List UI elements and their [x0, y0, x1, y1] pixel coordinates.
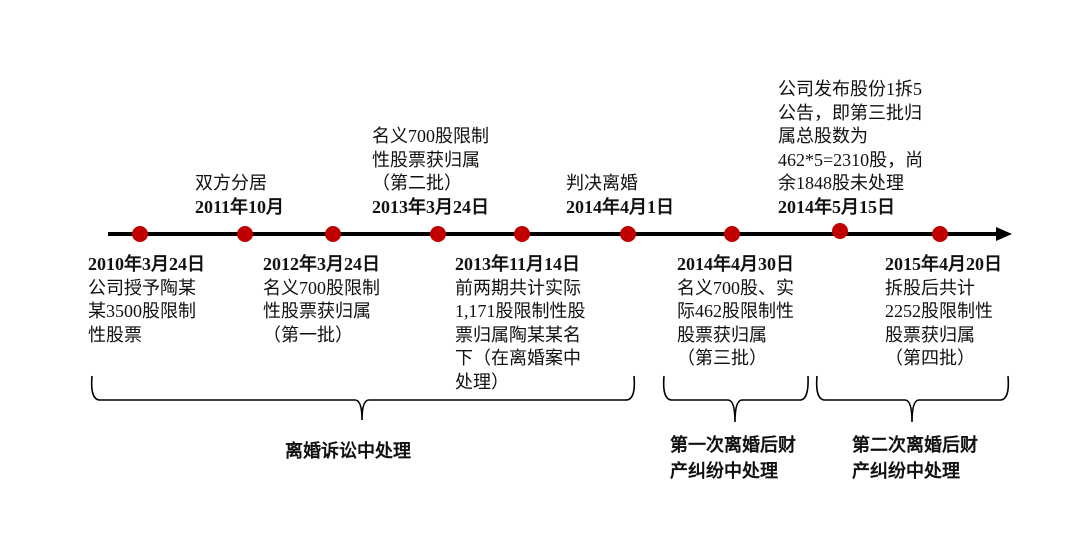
event-text: 公告，即第三批归 — [778, 102, 922, 123]
event-text: 拆股后共计 — [885, 277, 975, 298]
event-text: 1,171股限制性股 — [455, 301, 586, 321]
group-text: 第一次离婚后财 — [670, 435, 796, 455]
event-2013-03-24: 名义700股限制 性股票获归属 （第二批） 2013年3月24日 — [372, 125, 489, 219]
group-label-first-property-dispute: 第一次离婚后财 产纠纷中处理 — [670, 432, 796, 484]
event-2015-04-20: 2015年4月20日 拆股后共计 2252股限制性 股票获归属 （第四批） — [885, 253, 1002, 371]
event-text: 性股票获归属 — [372, 149, 480, 170]
event-text: 462*5=2310股，尚 — [778, 149, 924, 170]
group-text: 离婚诉讼中处理 — [285, 441, 411, 461]
event-date: 2011年10月 — [195, 196, 285, 217]
timeline-dot-e2013b — [514, 226, 530, 242]
event-text: 公司授予陶某 — [88, 277, 196, 298]
event-text: 双方分居 — [195, 173, 267, 193]
timeline-dot-e2011 — [237, 226, 253, 242]
event-text: 性股票 — [88, 324, 142, 345]
event-date: 2012年3月24日 — [263, 254, 380, 274]
group-text: 第二次离婚后财 — [852, 435, 978, 455]
group-text: 产纠纷中处理 — [670, 461, 778, 481]
event-text: 名义700股、实 — [677, 277, 794, 298]
event-2011-10: 双方分居 2011年10月 — [195, 172, 284, 219]
event-text: 股票获归属 — [885, 324, 975, 345]
event-text: 属总股数为 — [778, 126, 868, 146]
brace-first-property-dispute — [662, 375, 809, 423]
timeline-dot-e2015 — [932, 226, 948, 242]
event-text: 票归属陶某某名 — [455, 324, 581, 345]
event-2014-05-15: 公司发布股份1拆5 公告，即第三批归 属总股数为 462*5=2310股，尚 余… — [778, 78, 923, 219]
event-text: 下（在离婚案中 — [455, 348, 581, 368]
event-date: 2015年4月20日 — [885, 254, 1002, 274]
group-text: 产纠纷中处理 — [852, 461, 960, 481]
event-2012-03-24: 2012年3月24日 名义700股限制 性股票获归属 （第一批） — [263, 253, 380, 347]
event-text: 名义700股限制 — [372, 126, 489, 146]
event-text: 股票获归属 — [677, 324, 767, 345]
event-text: （第四批） — [885, 348, 975, 368]
event-date: 2014年5月15日 — [778, 196, 895, 217]
event-date: 2014年4月30日 — [677, 254, 794, 274]
timeline-dot-e2014b — [724, 226, 740, 242]
timeline-dot-e2013a — [430, 226, 446, 242]
event-text: （第二批） — [372, 173, 462, 193]
event-text: 性股票获归属 — [263, 301, 371, 321]
event-text: （第三批） — [677, 348, 767, 368]
timeline-dot-e2010 — [132, 226, 148, 242]
event-2010-03-24: 2010年3月24日 公司授予陶某 某3500股限制 性股票 — [88, 253, 205, 347]
event-text: 公司发布股份1拆5 — [778, 79, 922, 99]
timeline-dot-e2014a — [620, 226, 636, 242]
event-text: （第一批） — [263, 324, 353, 345]
event-text: 际462股限制性 — [677, 301, 794, 321]
event-date: 2013年3月24日 — [372, 196, 489, 217]
event-2013-11-14: 2013年11月14日 前两期共计实际 1,171股限制性股 票归属陶某某名 下… — [455, 253, 586, 394]
event-text: 2252股限制性 — [885, 301, 993, 321]
event-text: 判决离婚 — [566, 173, 638, 193]
event-text: 处理） — [455, 371, 509, 392]
event-text: 某3500股限制 — [88, 301, 196, 321]
brace-divorce-litigation — [90, 375, 636, 421]
event-text: 名义700股限制 — [263, 277, 380, 298]
event-date: 2010年3月24日 — [88, 254, 205, 274]
event-text: 前两期共计实际 — [455, 277, 581, 298]
timeline-dot-e2012 — [325, 226, 341, 242]
group-label-divorce-litigation: 离婚诉讼中处理 — [285, 438, 411, 464]
timeline-dot-e2014c — [832, 223, 848, 239]
event-date: 2014年4月1日 — [566, 196, 674, 217]
event-2014-04-01: 判决离婚 2014年4月1日 — [566, 172, 674, 219]
group-label-second-property-dispute: 第二次离婚后财 产纠纷中处理 — [852, 432, 978, 484]
timeline-arrowhead — [996, 227, 1012, 241]
brace-second-property-dispute — [815, 375, 1010, 423]
event-text: 余1848股未处理 — [778, 173, 904, 193]
event-2014-04-30: 2014年4月30日 名义700股、实 际462股限制性 股票获归属 （第三批） — [677, 253, 794, 371]
event-date: 2013年11月14日 — [455, 254, 581, 274]
